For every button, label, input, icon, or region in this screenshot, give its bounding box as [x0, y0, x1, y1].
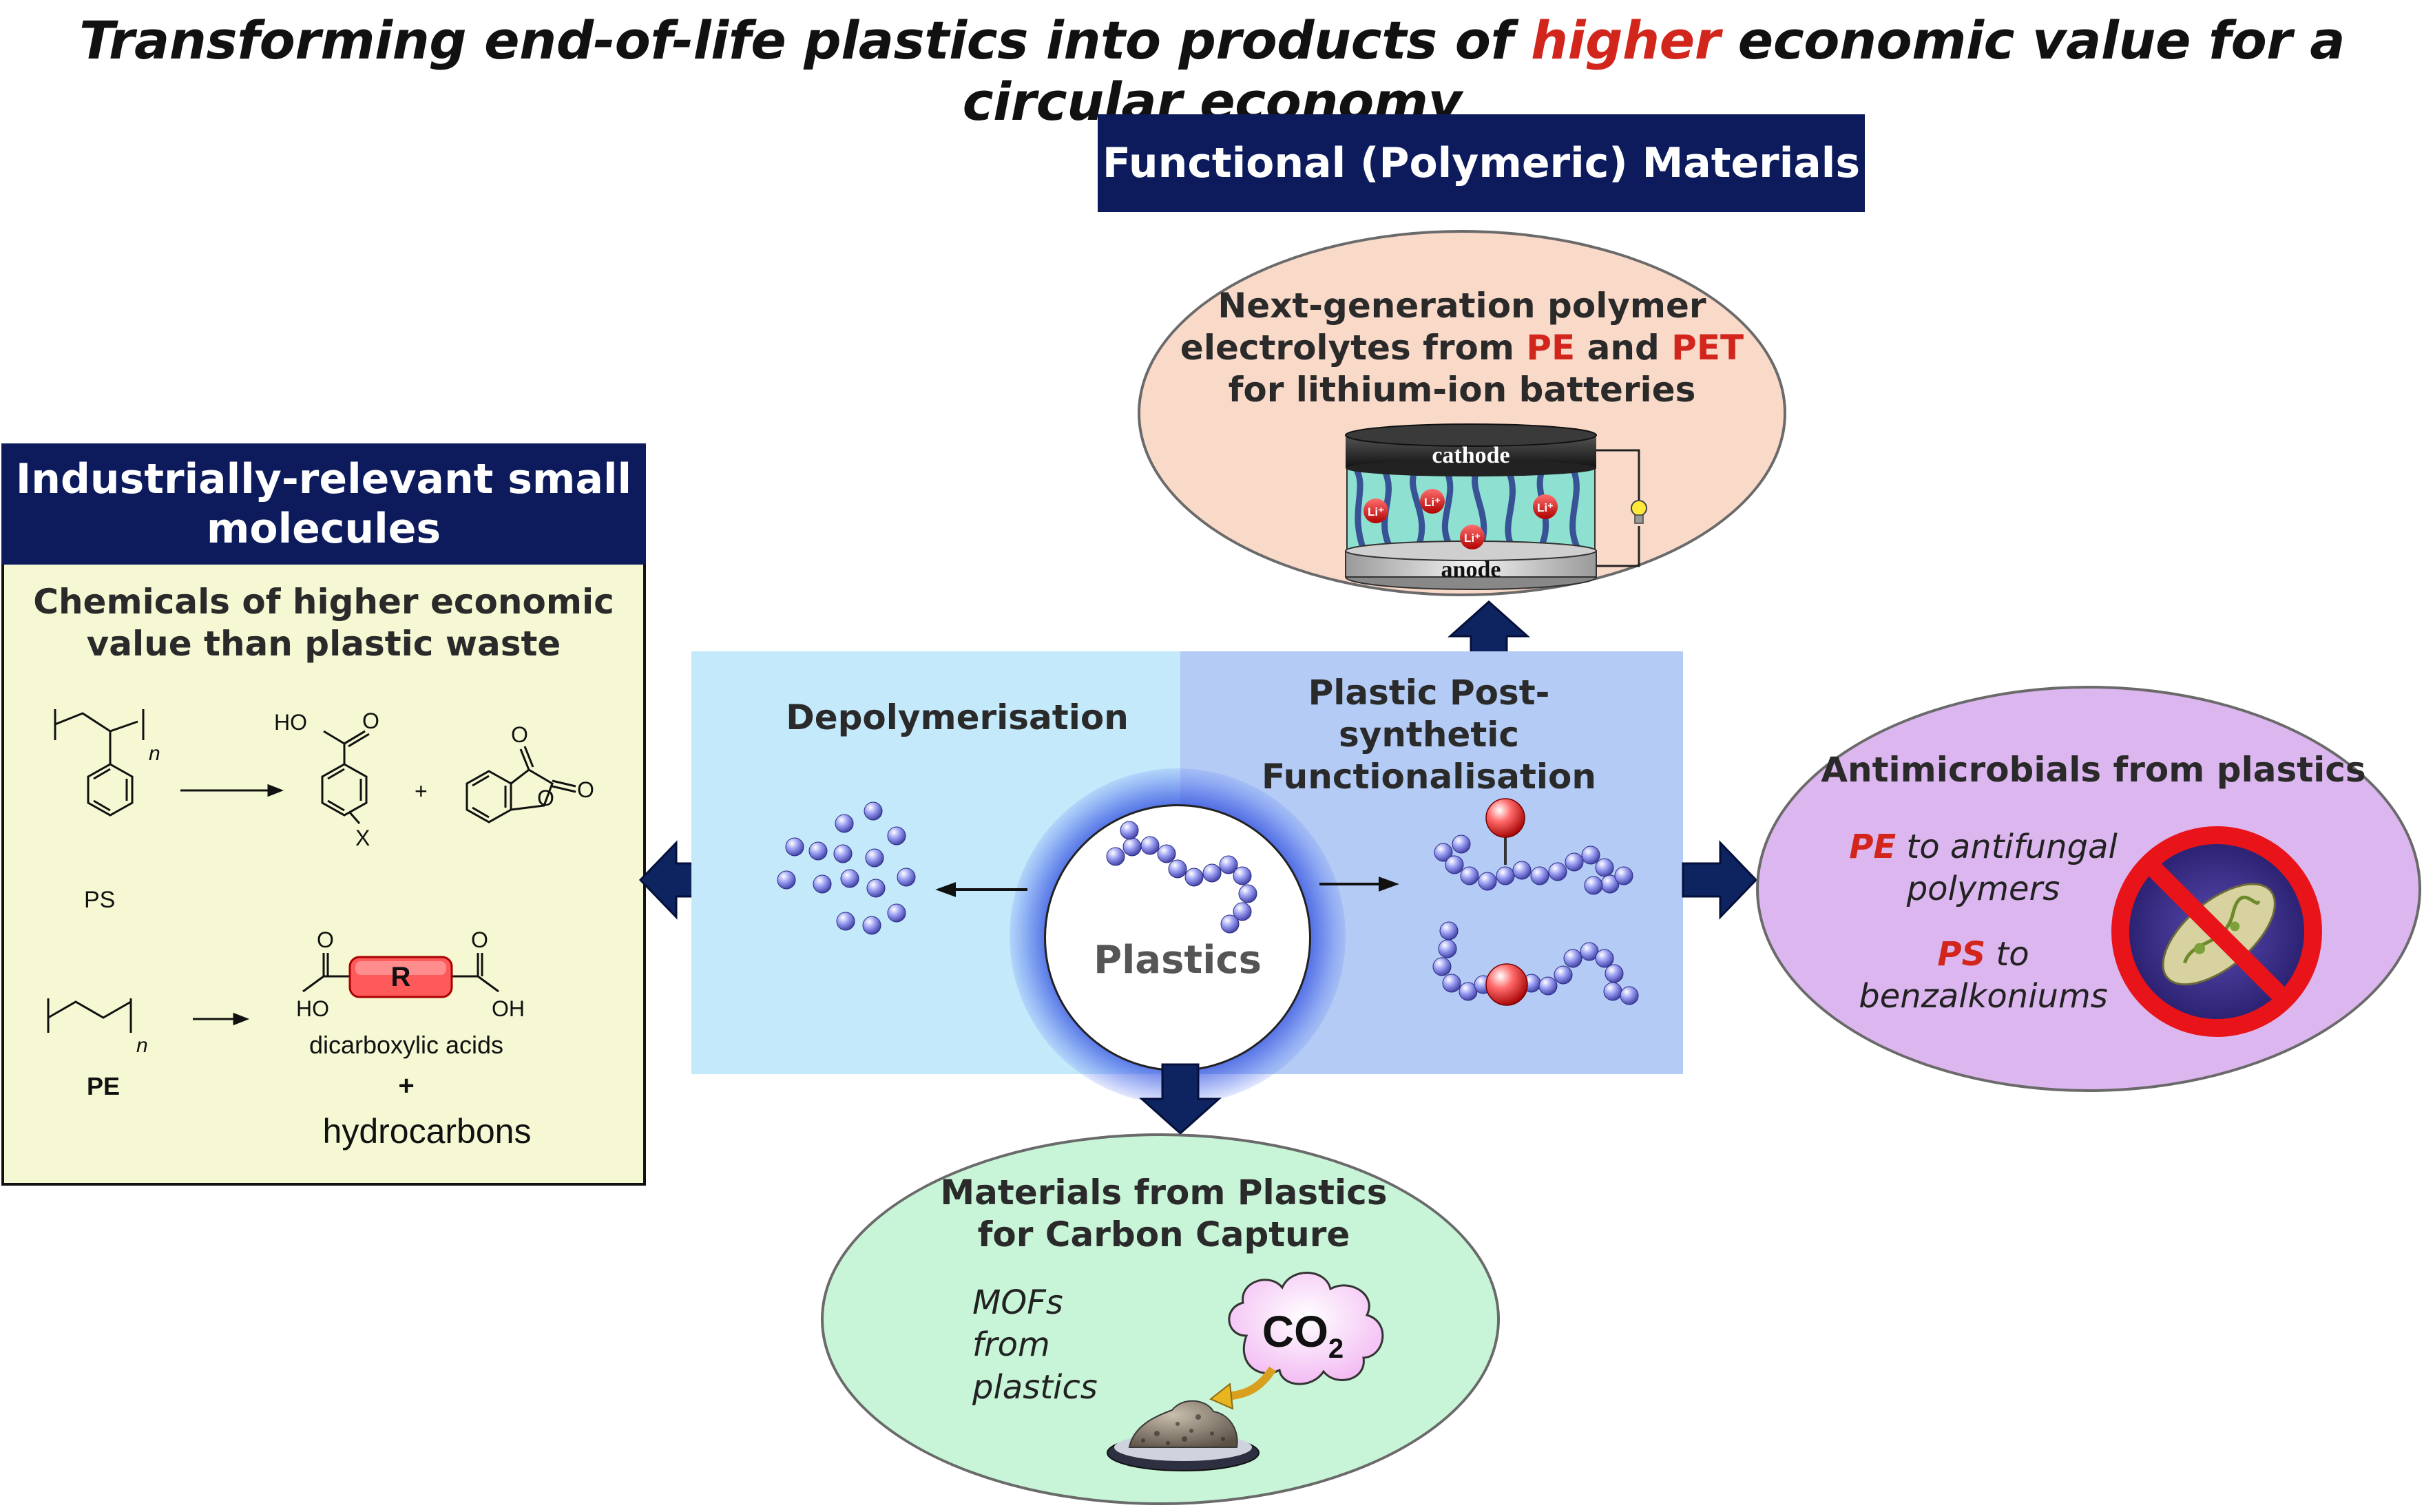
ps-label: PS [84, 887, 115, 913]
svg-text:O: O [362, 708, 379, 733]
title-highlight: higher [1530, 10, 1720, 71]
li-ion-4: Li⁺ [1533, 494, 1558, 519]
svg-text:O: O [537, 786, 554, 810]
page-title: Transforming end-of-life plastics into p… [79, 10, 2345, 132]
hydrocarbons-label: hydrocarbons [323, 1112, 532, 1151]
svg-text:Li⁺: Li⁺ [1464, 532, 1481, 545]
no-microbes-icon [2111, 826, 2322, 1037]
svg-text:X: X [355, 826, 370, 850]
small-molecules-header: Industrially-relevant small molecules [1, 443, 646, 565]
arrow-right [1682, 840, 1758, 920]
dicarboxylic-label: dicarboxylic acids [309, 1031, 503, 1059]
functional-group-2 [1485, 963, 1528, 1006]
li-ion-2: Li⁺ [1420, 489, 1445, 514]
carbon-capture-title: Materials from Plastics for Carbon Captu… [940, 1173, 1388, 1254]
svg-text:Li⁺: Li⁺ [1368, 505, 1384, 518]
co2-label: CO2 [1262, 1307, 1344, 1364]
svg-text:O: O [577, 777, 594, 802]
depolymerisation-label: Depolymerisation [786, 697, 1129, 737]
plastics-label: Plastics [1094, 938, 1262, 983]
antimicrobials-pe-text: PE to antifungal polymers [1849, 828, 2118, 909]
arrow-down [1139, 1063, 1222, 1135]
svg-text:HO: HO [274, 710, 307, 735]
svg-text:n: n [136, 1034, 148, 1057]
svg-text:HO: HO [296, 996, 329, 1021]
antimicrobials-ps-text: PS to benzalkoniums [1859, 935, 2108, 1016]
svg-text:n: n [149, 742, 160, 765]
anode-label: anode [1441, 557, 1501, 582]
svg-text:OH: OH [492, 996, 525, 1021]
functional-group-1 [1485, 798, 1525, 838]
svg-text:Li⁺: Li⁺ [1537, 501, 1554, 514]
lightbulb-icon [1631, 500, 1647, 524]
pe-label: PE [87, 1072, 120, 1100]
svg-text:R: R [391, 962, 411, 992]
chemistry-scheme: n PS HO O X + O O O n PE O O HO OH R dic… [47, 708, 594, 1151]
li-ion-3: Li⁺ [1460, 525, 1485, 549]
small-molecules-subtitle: Chemicals of higher economic value than … [33, 582, 614, 664]
antimicrobials-title: Antimicrobials from plastics [1821, 750, 2366, 790]
functionalisation-label: Plastic Post-synthetic Functionalisation [1262, 673, 1596, 797]
svg-text:O: O [317, 927, 334, 952]
cathode-label: cathode [1432, 443, 1509, 468]
svg-text:O: O [511, 722, 528, 747]
battery-diagram: cathode anode Li⁺ Li⁺ Li⁺ Li⁺ [1345, 423, 1647, 590]
mofs-text: MOFs from plastics [972, 1283, 1098, 1407]
carbon-capture-graphic: CO2 [1107, 1272, 1384, 1471]
electrolytes-text: Next-generation polymer electrolytes fro… [1180, 286, 1744, 410]
svg-text:Li⁺: Li⁺ [1424, 496, 1441, 509]
functional-materials-header: Functional (Polymeric) Materials [1098, 114, 1865, 212]
svg-text:O: O [471, 927, 488, 952]
svg-text:+: + [415, 779, 428, 804]
li-ion-1: Li⁺ [1364, 498, 1388, 523]
co2-cloud [1228, 1272, 1384, 1385]
plastics-circle [1044, 804, 1311, 1071]
beads-graphics [777, 798, 1639, 1006]
svg-text:+: + [398, 1071, 414, 1101]
